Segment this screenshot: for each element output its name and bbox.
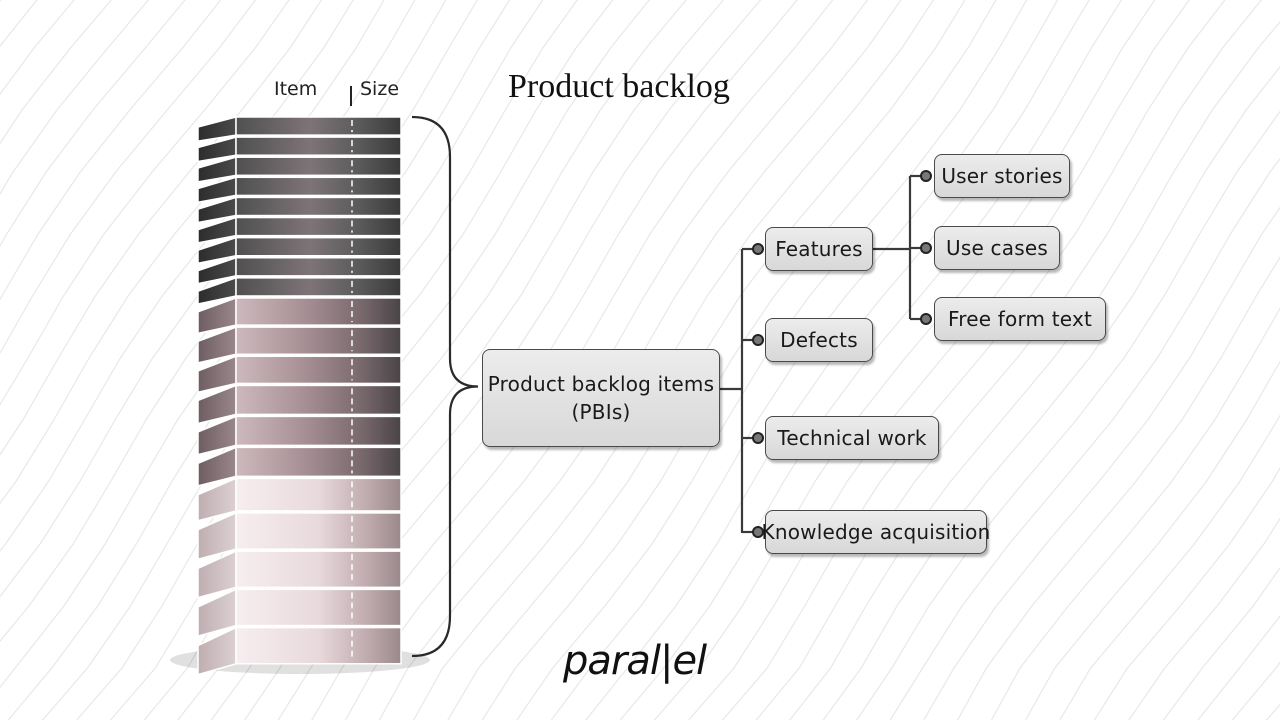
background-line — [0, 0, 257, 355]
stack-brace — [411, 115, 479, 658]
backlog-item — [197, 236, 402, 265]
backlog-item — [197, 116, 402, 142]
technical-work-node: Technical work — [765, 416, 939, 460]
backlog-item — [197, 415, 402, 456]
use-cases-label: Use cases — [946, 236, 1048, 260]
background-line — [0, 0, 222, 301]
size-column-header: Size — [360, 78, 400, 100]
defects-label: Defects — [780, 328, 858, 352]
item-column-header: Item — [274, 78, 318, 100]
defects-node: Defects — [765, 318, 873, 362]
background-line — [653, 0, 1156, 720]
backlog-item — [197, 588, 402, 638]
features-label: Features — [775, 237, 863, 261]
pbi-root-sublabel: (PBIs) — [571, 400, 631, 424]
pbi-root-node: Product backlog items (PBIs) — [482, 349, 720, 447]
technical-work-label: Technical work — [777, 426, 927, 450]
parallel-logo: paral|el — [563, 638, 707, 684]
background-line — [516, 0, 1028, 720]
background-line — [923, 206, 1280, 720]
background-line — [1128, 517, 1280, 720]
backlog-item — [197, 136, 402, 163]
category-bullet — [752, 334, 764, 346]
backlog-item — [197, 276, 402, 305]
feature-child-bullet — [920, 170, 932, 182]
background-line — [1024, 360, 1280, 720]
background-line — [0, 0, 416, 598]
background-line — [0, 0, 354, 505]
backlog-item — [197, 296, 402, 335]
background-line — [755, 0, 1263, 720]
background-line — [0, 0, 290, 406]
background-line — [0, 0, 113, 145]
backlog-item — [197, 446, 402, 487]
backlog-item — [197, 626, 402, 676]
backlog-item — [197, 156, 402, 183]
user-stories-node: User stories — [934, 154, 1070, 198]
page-title: Product backlog — [508, 68, 730, 105]
category-bullet — [752, 432, 764, 444]
background-line — [0, 0, 323, 456]
backlog-item — [197, 384, 402, 425]
backlog-item — [197, 216, 402, 244]
background-line — [687, 0, 1190, 720]
background-line — [0, 0, 385, 552]
backlog-item — [197, 477, 402, 522]
category-bullet — [752, 526, 764, 538]
features-node: Features — [765, 227, 873, 271]
background-line — [789, 20, 1280, 720]
background-line — [721, 0, 1226, 720]
background-line — [822, 65, 1280, 720]
background-line — [1162, 566, 1280, 720]
background-line — [0, 0, 186, 247]
feature-child-bullet — [920, 242, 932, 254]
backlog-item — [197, 196, 402, 224]
background-line — [481, 0, 997, 720]
backlog-item — [197, 256, 402, 285]
background-line — [889, 157, 1280, 720]
knowledge-acquisition-node: Knowledge acquisition — [762, 510, 990, 554]
background-line — [956, 256, 1280, 720]
backlog-item — [197, 326, 402, 364]
category-bullet — [752, 243, 764, 255]
backlog-item — [197, 355, 402, 394]
background-line — [990, 307, 1280, 720]
background-line — [0, 0, 447, 643]
free-form-text-label: Free form text — [947, 307, 1093, 331]
knowledge-acquisition-label: Knowledge acquisition — [761, 520, 991, 544]
background-line — [0, 0, 150, 195]
backlog-item — [197, 549, 402, 599]
background-line — [1059, 414, 1280, 720]
use-cases-node: Use cases — [934, 226, 1060, 270]
header-divider — [350, 86, 352, 106]
user-stories-label: User stories — [941, 164, 1063, 188]
backlog-item — [197, 511, 402, 561]
pbi-root-label: Product backlog items — [487, 372, 715, 396]
free-form-text-node: Free form text — [934, 297, 1106, 341]
background-line — [856, 110, 1280, 720]
background-line — [1093, 466, 1280, 720]
backlog-item — [197, 176, 402, 204]
feature-child-bullet — [920, 313, 932, 325]
